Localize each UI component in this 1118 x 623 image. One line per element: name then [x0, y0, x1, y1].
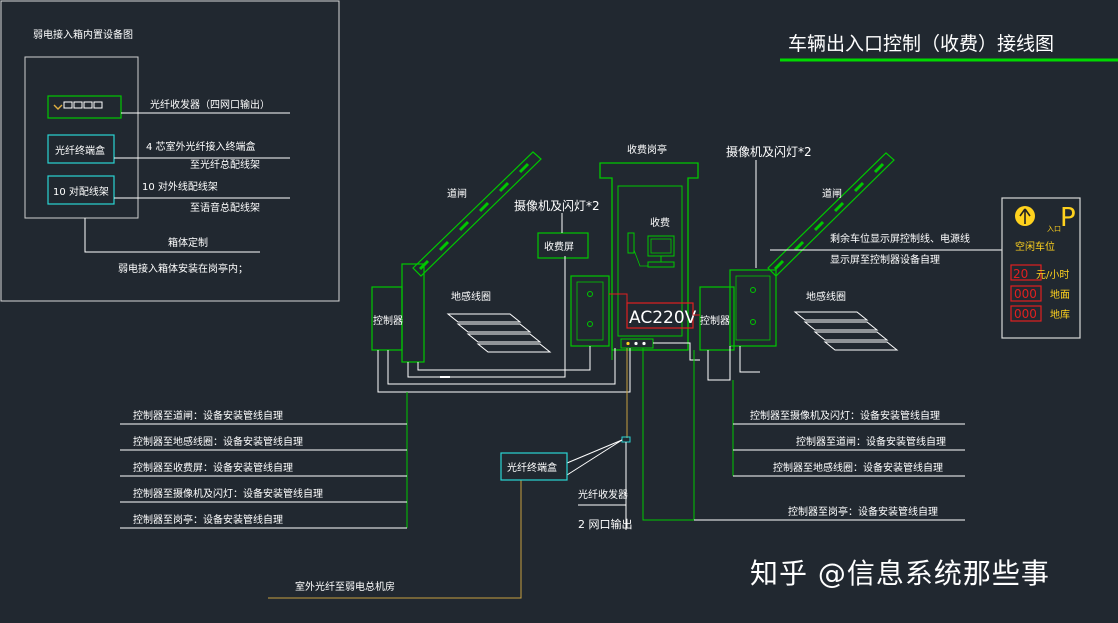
fiber-note-2: 至光纤总配线架 [190, 158, 260, 171]
diagram-title: 车辆出入口控制（收费）接线图 [788, 33, 1054, 55]
power-label: AC220V [629, 308, 697, 328]
left-controller-box [371, 286, 403, 351]
right-barrier-label: 道闸 [822, 187, 842, 200]
display-p: P [1060, 203, 1076, 233]
toll-screen-box [537, 232, 589, 259]
right-note-1: 控制器至摄像机及闪灯：设备安装管线自理 [750, 409, 940, 422]
cabinet-outline [24, 56, 139, 219]
booth-title: 收费岗亭 [627, 143, 667, 156]
right-camera-unit [729, 269, 777, 347]
install-note: 弱电接入箱体安装在岗亭内； [118, 262, 248, 275]
pc-label: 收费 [650, 216, 670, 229]
patch-panel-inset [47, 175, 115, 205]
right-lane: 道闸 摄像机及闪灯*2 控制器 地感线圈 剩余车位显示屏控制线、电源线 显示屏至… [699, 144, 1002, 351]
right-controller-box [699, 286, 735, 351]
right-controller-label: 控制器 [700, 314, 730, 327]
output-label: 2 网口输出 [578, 517, 633, 531]
left-note-2: 控制器至地感线圈：设备安装管线自理 [133, 435, 303, 448]
left-barrier-label: 道闸 [447, 187, 467, 200]
display-label: 空闲车位 [1015, 240, 1055, 253]
right-loop-label: 地感线圈 [806, 290, 846, 303]
display-note-2: 显示屏至控制器设备自理 [830, 253, 940, 266]
patch-note-2: 至语音总配线架 [190, 201, 260, 214]
display-entry: 入口 [1047, 225, 1061, 233]
toll-booth: 收费岗亭 收费 AC220V [599, 143, 699, 351]
left-barrier-post [401, 263, 425, 363]
switch-ports-icon [53, 101, 103, 110]
transceiver-label: 光纤收发器 [578, 488, 628, 501]
switch-box [47, 95, 122, 119]
display-row-value-2: 000 [1014, 287, 1037, 301]
cabinet-note: 箱体定制 [168, 236, 208, 249]
computer-icon [627, 232, 675, 268]
display-row-unit-1: 元/小时 [1036, 269, 1069, 281]
left-barrier-arm [412, 151, 542, 277]
left-loop-label: 地感线圈 [451, 290, 491, 303]
wiring-lines [120, 256, 965, 599]
bottom-fiber-box-label: 光纤终端盒 [507, 461, 557, 474]
inset-cabinet-panel: 弱电接入箱内置设备图 光纤收发器（四网口输出） 光纤终端盒 4 芯室外光纤接入终… [0, 0, 340, 302]
display-row-value-1: 20 [1013, 267, 1028, 281]
left-loop-coil [446, 313, 552, 353]
outdoor-fiber-note: 室外光纤至弱电总机房 [295, 580, 395, 593]
display-note-1: 剩余车位显示屏控制线、电源线 [830, 232, 970, 245]
bottom-fiber-box [500, 452, 568, 481]
display-row-unit-2: 地面 [1050, 288, 1070, 301]
left-note-1: 控制器至道闸：设备安装管线自理 [133, 409, 283, 422]
right-camera-label: 摄像机及闪灯*2 [726, 144, 812, 159]
display-row-value-3: 000 [1014, 307, 1037, 321]
left-controller-label: 控制器 [373, 314, 403, 327]
watermark: 知乎 @信息系统那些事 [750, 557, 1050, 590]
left-note-4: 控制器至摄像机及闪灯：设备安装管线自理 [133, 487, 323, 500]
toll-screen-label: 收费屏 [544, 240, 574, 253]
parking-display: 入口 P 空闲车位 20 元/小时 000 地面 000 地库 [1001, 197, 1081, 339]
patch-panel-inset-label: 10 对配线架 [53, 185, 109, 198]
left-camera-label: 摄像机及闪灯*2 [514, 198, 600, 213]
right-note-2: 控制器至道闸：设备安装管线自理 [796, 435, 946, 448]
switch-label: 光纤收发器（四网口输出） [150, 98, 270, 111]
left-note-5: 控制器至岗亭：设备安装管线自理 [133, 513, 283, 526]
display-row-unit-3: 地库 [1050, 308, 1070, 321]
left-note-3: 控制器至收费屏：设备安装管线自理 [133, 461, 293, 474]
fiber-box-inset-label: 光纤终端盒 [55, 144, 105, 157]
inset-title: 弱电接入箱内置设备图 [33, 28, 133, 41]
patch-note-1: 10 对外线配线架 [142, 180, 218, 193]
fiber-box-inset [47, 134, 115, 164]
left-lane: 道闸 摄像机及闪灯*2 控制器 地感线圈 [371, 151, 610, 363]
right-loop-coil [793, 311, 899, 351]
right-barrier-arm [767, 152, 895, 277]
fiber-note-1: 4 芯室外光纤接入终端盒 [146, 140, 256, 153]
right-note-4: 控制器至岗亭：设备安装管线自理 [788, 505, 938, 518]
right-note-3: 控制器至地感线圈：设备安装管线自理 [773, 461, 943, 474]
